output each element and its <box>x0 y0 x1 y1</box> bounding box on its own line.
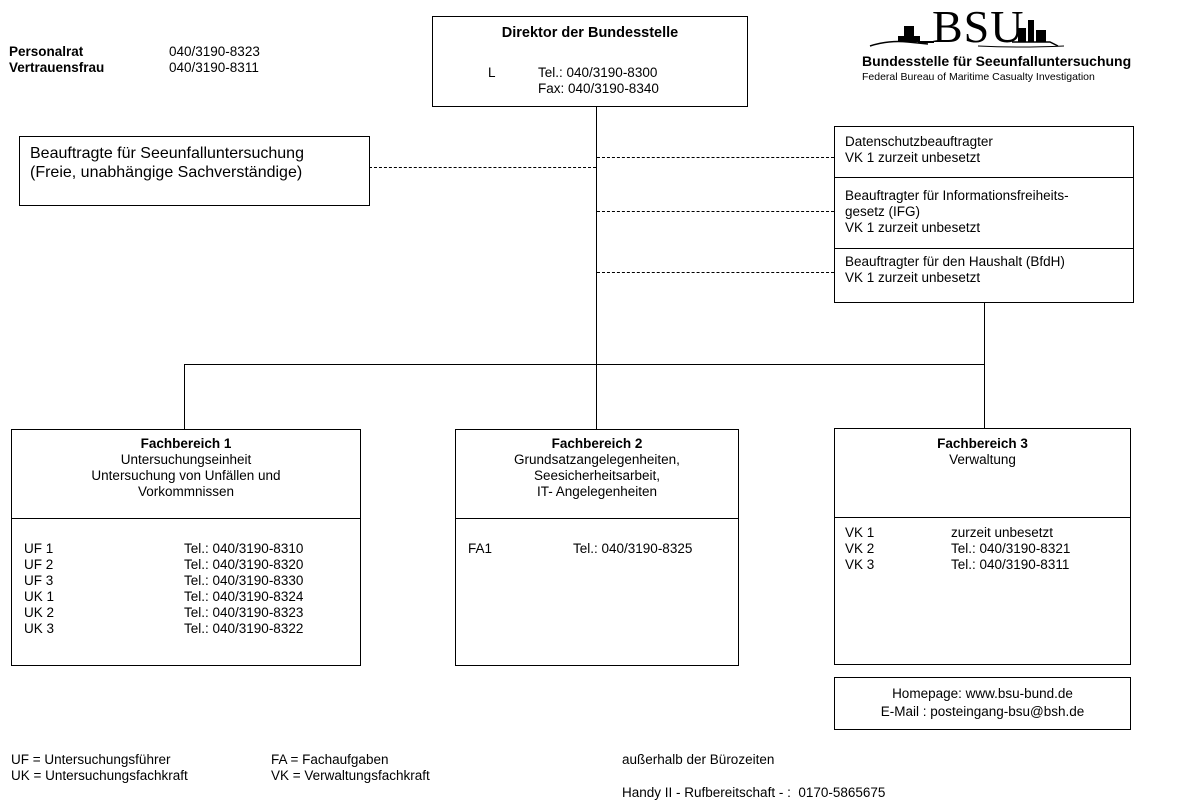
staff-unit-data-protection: Datenschutzbeauftragter VK 1 zurzeit unb… <box>845 134 993 166</box>
dashed-line-staff-1 <box>597 157 834 158</box>
bsu-logo: BSU <box>868 1 1068 54</box>
department-2-header: Fachbereich 2 Grundsatzangelegenheiten, … <box>456 436 738 500</box>
department-1-subtitle: Vorkommnissen <box>137 484 235 499</box>
logo-subtitle: Federal Bureau of Maritime Casualty Inve… <box>862 71 1095 83</box>
contact-code: VK 1 <box>845 525 875 540</box>
director-title: Direktor der Bundesstelle <box>501 25 679 41</box>
contact-code: FA1 <box>468 541 493 556</box>
department-2-title: Fachbereich 2 <box>551 436 643 451</box>
contact-value: Tel.: 040/3190-8311 <box>951 557 1070 572</box>
contact-value: zurzeit unbesetzt <box>951 525 1054 540</box>
contact-value: Tel.: 040/3190-8330 <box>184 573 304 588</box>
contact-code: UF 1 <box>24 541 54 556</box>
contact-value: Tel.: 040/3190-8322 <box>184 621 304 636</box>
header-contact-phone-2: 040/3190-8311 <box>169 60 259 75</box>
header-contact-phone-1: 040/3190-8323 <box>169 44 260 59</box>
commissioners-box: Beauftragte für Seeunfalluntersuchung (F… <box>19 136 370 206</box>
commissioners-line1: Beauftragte für Seeunfalluntersuchung <box>30 145 304 162</box>
legend-uf: UF = Untersuchungsführer <box>11 752 171 767</box>
staff-unit-line: VK 1 zurzeit unbesetzt <box>845 220 981 235</box>
branch-line-fb3 <box>984 302 985 428</box>
staff-unit-line: Beauftragter für Informationsfreiheits- <box>845 188 1069 203</box>
contact-code: UK 2 <box>24 605 55 620</box>
department-1-title: Fachbereich 1 <box>140 436 232 451</box>
director-box: Direktor der Bundesstelle L Tel.: 040/31… <box>432 16 748 107</box>
director-fax: Fax: 040/3190-8340 <box>538 81 659 96</box>
department-2-contacts: FA1 Tel.: 040/3190-8325 <box>468 541 728 561</box>
director-tel: Tel.: 040/3190-8300 <box>538 65 658 80</box>
staff-unit-line: VK 1 zurzeit unbesetzt <box>845 270 981 285</box>
contact-value: Tel.: 040/3190-8325 <box>573 541 693 556</box>
after-hours-handy: Handy II - Rufbereitschaft - : 0170-5865… <box>622 785 886 800</box>
staff-unit-line: Datenschutzbeauftragter <box>845 134 993 149</box>
department-3-title: Fachbereich 3 <box>937 436 1028 451</box>
logo-text: BSU <box>932 1 1025 52</box>
department-2-divider <box>456 518 738 519</box>
department-3-subtitle: Verwaltung <box>949 452 1016 467</box>
staff-unit-divider <box>835 177 1133 178</box>
homepage-text: Homepage: www.bsu-bund.de <box>892 686 1073 701</box>
department-1-subtitle: Untersuchungseinheit <box>120 452 252 467</box>
staff-unit-divider <box>835 248 1133 249</box>
dashed-line-staff-2 <box>597 211 834 212</box>
staff-unit-line: VK 1 zurzeit unbesetzt <box>845 150 981 165</box>
staff-unit-budget: Beauftragter für den Haushalt (BfdH) VK … <box>845 254 1065 286</box>
contact-code: UF 2 <box>24 557 54 572</box>
staff-unit-line: Beauftragter für den Haushalt (BfdH) <box>845 254 1065 269</box>
header-contact-label-2: Vertrauensfrau <box>9 60 105 75</box>
director-trunk-line <box>596 106 597 430</box>
horizontal-branch-line <box>184 364 985 365</box>
department-1-header: Fachbereich 1 Untersuchungseinheit Unter… <box>12 436 360 500</box>
legend-fa: FA = Fachaufgaben <box>271 752 389 767</box>
contact-code: VK 2 <box>845 541 875 556</box>
logo-name: Bundesstelle für Seeunfalluntersuchung <box>862 53 1132 69</box>
legend-vk: VK = Verwaltungsfachkraft <box>271 768 430 783</box>
staff-unit-line: gesetz (IFG) <box>845 204 921 219</box>
contact-code: UK 3 <box>24 621 55 636</box>
department-1-contacts: UF 1 Tel.: 040/3190-8310 UF 2 Tel.: 040/… <box>24 541 344 641</box>
contact-web-box: Homepage: www.bsu-bund.de E-Mail : poste… <box>834 677 1131 730</box>
director-code: L <box>488 65 496 80</box>
header-contact-label-1: Personalrat <box>9 44 84 59</box>
department-1-divider <box>12 518 360 519</box>
department-3-header: Fachbereich 3 Verwaltung <box>835 436 1130 468</box>
contact-value: Tel.: 040/3190-8324 <box>184 589 304 604</box>
email-text: E-Mail : posteingang-bsu@bsh.de <box>880 704 1085 719</box>
contact-value: Tel.: 040/3190-8310 <box>184 541 304 556</box>
department-2-subtitle: IT- Angelegenheiten <box>536 484 658 499</box>
contact-value: Tel.: 040/3190-8323 <box>184 605 304 620</box>
department-2-box: Fachbereich 2 Grundsatzangelegenheiten, … <box>455 429 739 666</box>
department-1-box: Fachbereich 1 Untersuchungseinheit Unter… <box>11 429 361 666</box>
staff-units-box: Datenschutzbeauftragter VK 1 zurzeit unb… <box>834 126 1134 303</box>
dashed-line-commissioners <box>369 167 596 168</box>
department-2-subtitle: Grundsatzangelegenheiten, <box>514 452 680 467</box>
contact-code: UK 1 <box>24 589 55 604</box>
department-3-box: Fachbereich 3 Verwaltung VK 1 zurzeit un… <box>834 428 1131 665</box>
department-2-subtitle: Seesicherheitsarbeit, <box>533 468 661 483</box>
commissioners-line2: (Freie, unabhängige Sachverständige) <box>30 164 303 181</box>
contact-value: Tel.: 040/3190-8321 <box>951 541 1071 556</box>
department-3-contacts: VK 1 zurzeit unbesetzt VK 2 Tel.: 040/31… <box>845 525 1125 575</box>
contact-code: UF 3 <box>24 573 54 588</box>
department-1-subtitle: Untersuchung von Unfällen und <box>91 468 281 483</box>
branch-line-fb1 <box>184 364 185 430</box>
staff-unit-ifg: Beauftragter für Informationsfreiheits- … <box>845 188 1069 236</box>
department-3-divider <box>835 517 1130 518</box>
legend-uk: UK = Untersuchungsfachkraft <box>11 768 188 783</box>
contact-value: Tel.: 040/3190-8320 <box>184 557 304 572</box>
contact-code: VK 3 <box>845 557 875 572</box>
dashed-line-staff-3 <box>597 272 834 273</box>
ship-icon <box>869 20 1065 48</box>
after-hours-title: außerhalb der Bürozeiten <box>622 752 775 767</box>
